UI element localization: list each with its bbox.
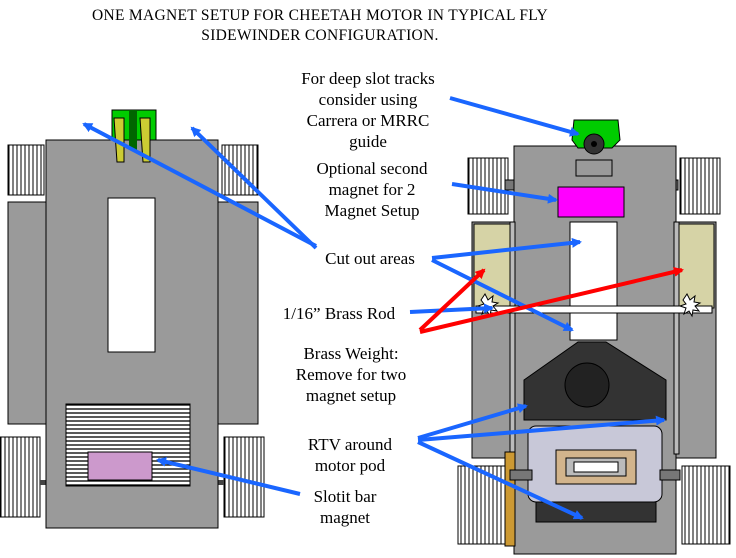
arrow-slotit (156, 457, 301, 496)
arrow-rtv-2 (417, 415, 666, 442)
title-line-1: ONE MAGNET SETUP FOR CHEETAH MOTOR IN TY… (92, 7, 548, 24)
arrow-red-left (418, 268, 486, 332)
arrow-deep-slot (449, 96, 580, 137)
arrows (82, 96, 666, 520)
tire-icon (7, 144, 45, 196)
label-brass-rod: 1/16” Brass Rod (282, 304, 396, 323)
arrow-cutout-right-1 (431, 237, 582, 260)
tire-icon (681, 465, 731, 545)
arrow-optional-magnet (451, 182, 558, 204)
red-arrows (418, 266, 684, 334)
label-brass-weight: Brass Weight: Remove for two magnet setu… (295, 344, 407, 405)
right-chassis (457, 119, 731, 555)
label-cut-out-areas: Cut out areas (325, 249, 415, 268)
label-deep-slot: For deep slot tracks consider using Carr… (301, 69, 435, 151)
arrow-brass-rod (409, 303, 494, 314)
label-slotit: Slotit bar magnet (313, 487, 377, 527)
label-optional-magnet: Optional second magnet for 2 Magnet Setu… (316, 159, 428, 220)
tire-icon (0, 436, 41, 518)
diagram-title: ONE MAGNET SETUP FOR CHEETAH MOTOR IN TY… (40, 6, 600, 46)
arrow-cutout-left-2 (190, 126, 318, 250)
title-line-2: SIDEWINDER CONFIGURATION. (201, 27, 439, 44)
arrow-rtv-3 (417, 440, 584, 520)
tire-icon (679, 157, 721, 215)
arrow-rtv-1 (417, 403, 528, 440)
arrow-cutout-right-2 (431, 258, 574, 332)
arrow-cutout-left-1 (82, 122, 317, 248)
label-rtv: RTV around motor pod (307, 435, 393, 475)
arrow-red-right (419, 266, 684, 334)
left-chassis (0, 95, 265, 529)
